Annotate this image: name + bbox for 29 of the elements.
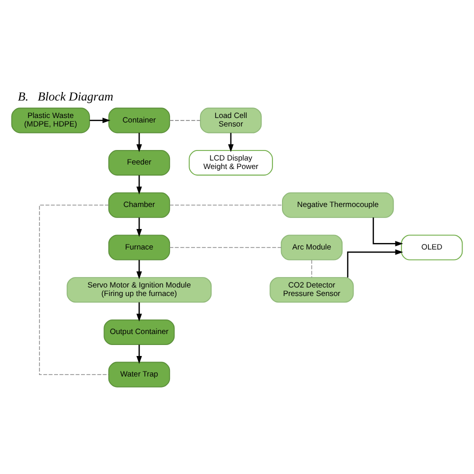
node-box: Servo Motor & Ignition Module (Firing up the furnace) <box>66 276 212 302</box>
arrow <box>372 217 404 246</box>
node-box: Negative Thermocouple <box>282 192 394 218</box>
node-box: CO2 Detector Pressure Sensor <box>270 276 354 302</box>
arrow <box>136 344 142 364</box>
connector <box>311 259 312 278</box>
node-box: Plastic Waste (MDPE, HDPE) <box>11 107 90 133</box>
connector <box>39 204 110 374</box>
arrow <box>136 174 142 194</box>
node-box: Load Cell Sensor <box>200 107 262 133</box>
connector <box>169 246 282 248</box>
arrow <box>136 217 142 236</box>
node-box: LCD Display Weight & Power <box>188 150 273 176</box>
arrow <box>136 132 142 152</box>
node-box: Furnace <box>108 234 170 260</box>
diagram-title: B. Block Diagram <box>18 88 114 103</box>
arrow <box>136 302 142 322</box>
node-box: Water Trap <box>108 361 170 387</box>
node-box: OLED <box>400 234 463 260</box>
node-box: Output Container <box>104 318 175 345</box>
node-box: Container <box>108 107 170 133</box>
node-box: Chamber <box>108 192 170 218</box>
node-box: Feeder <box>108 150 170 176</box>
node-box: Arc Module <box>280 234 343 260</box>
arrow <box>228 132 234 152</box>
arrow <box>90 117 110 123</box>
arrow <box>347 248 404 278</box>
connector <box>169 204 283 206</box>
arrow <box>136 260 142 279</box>
